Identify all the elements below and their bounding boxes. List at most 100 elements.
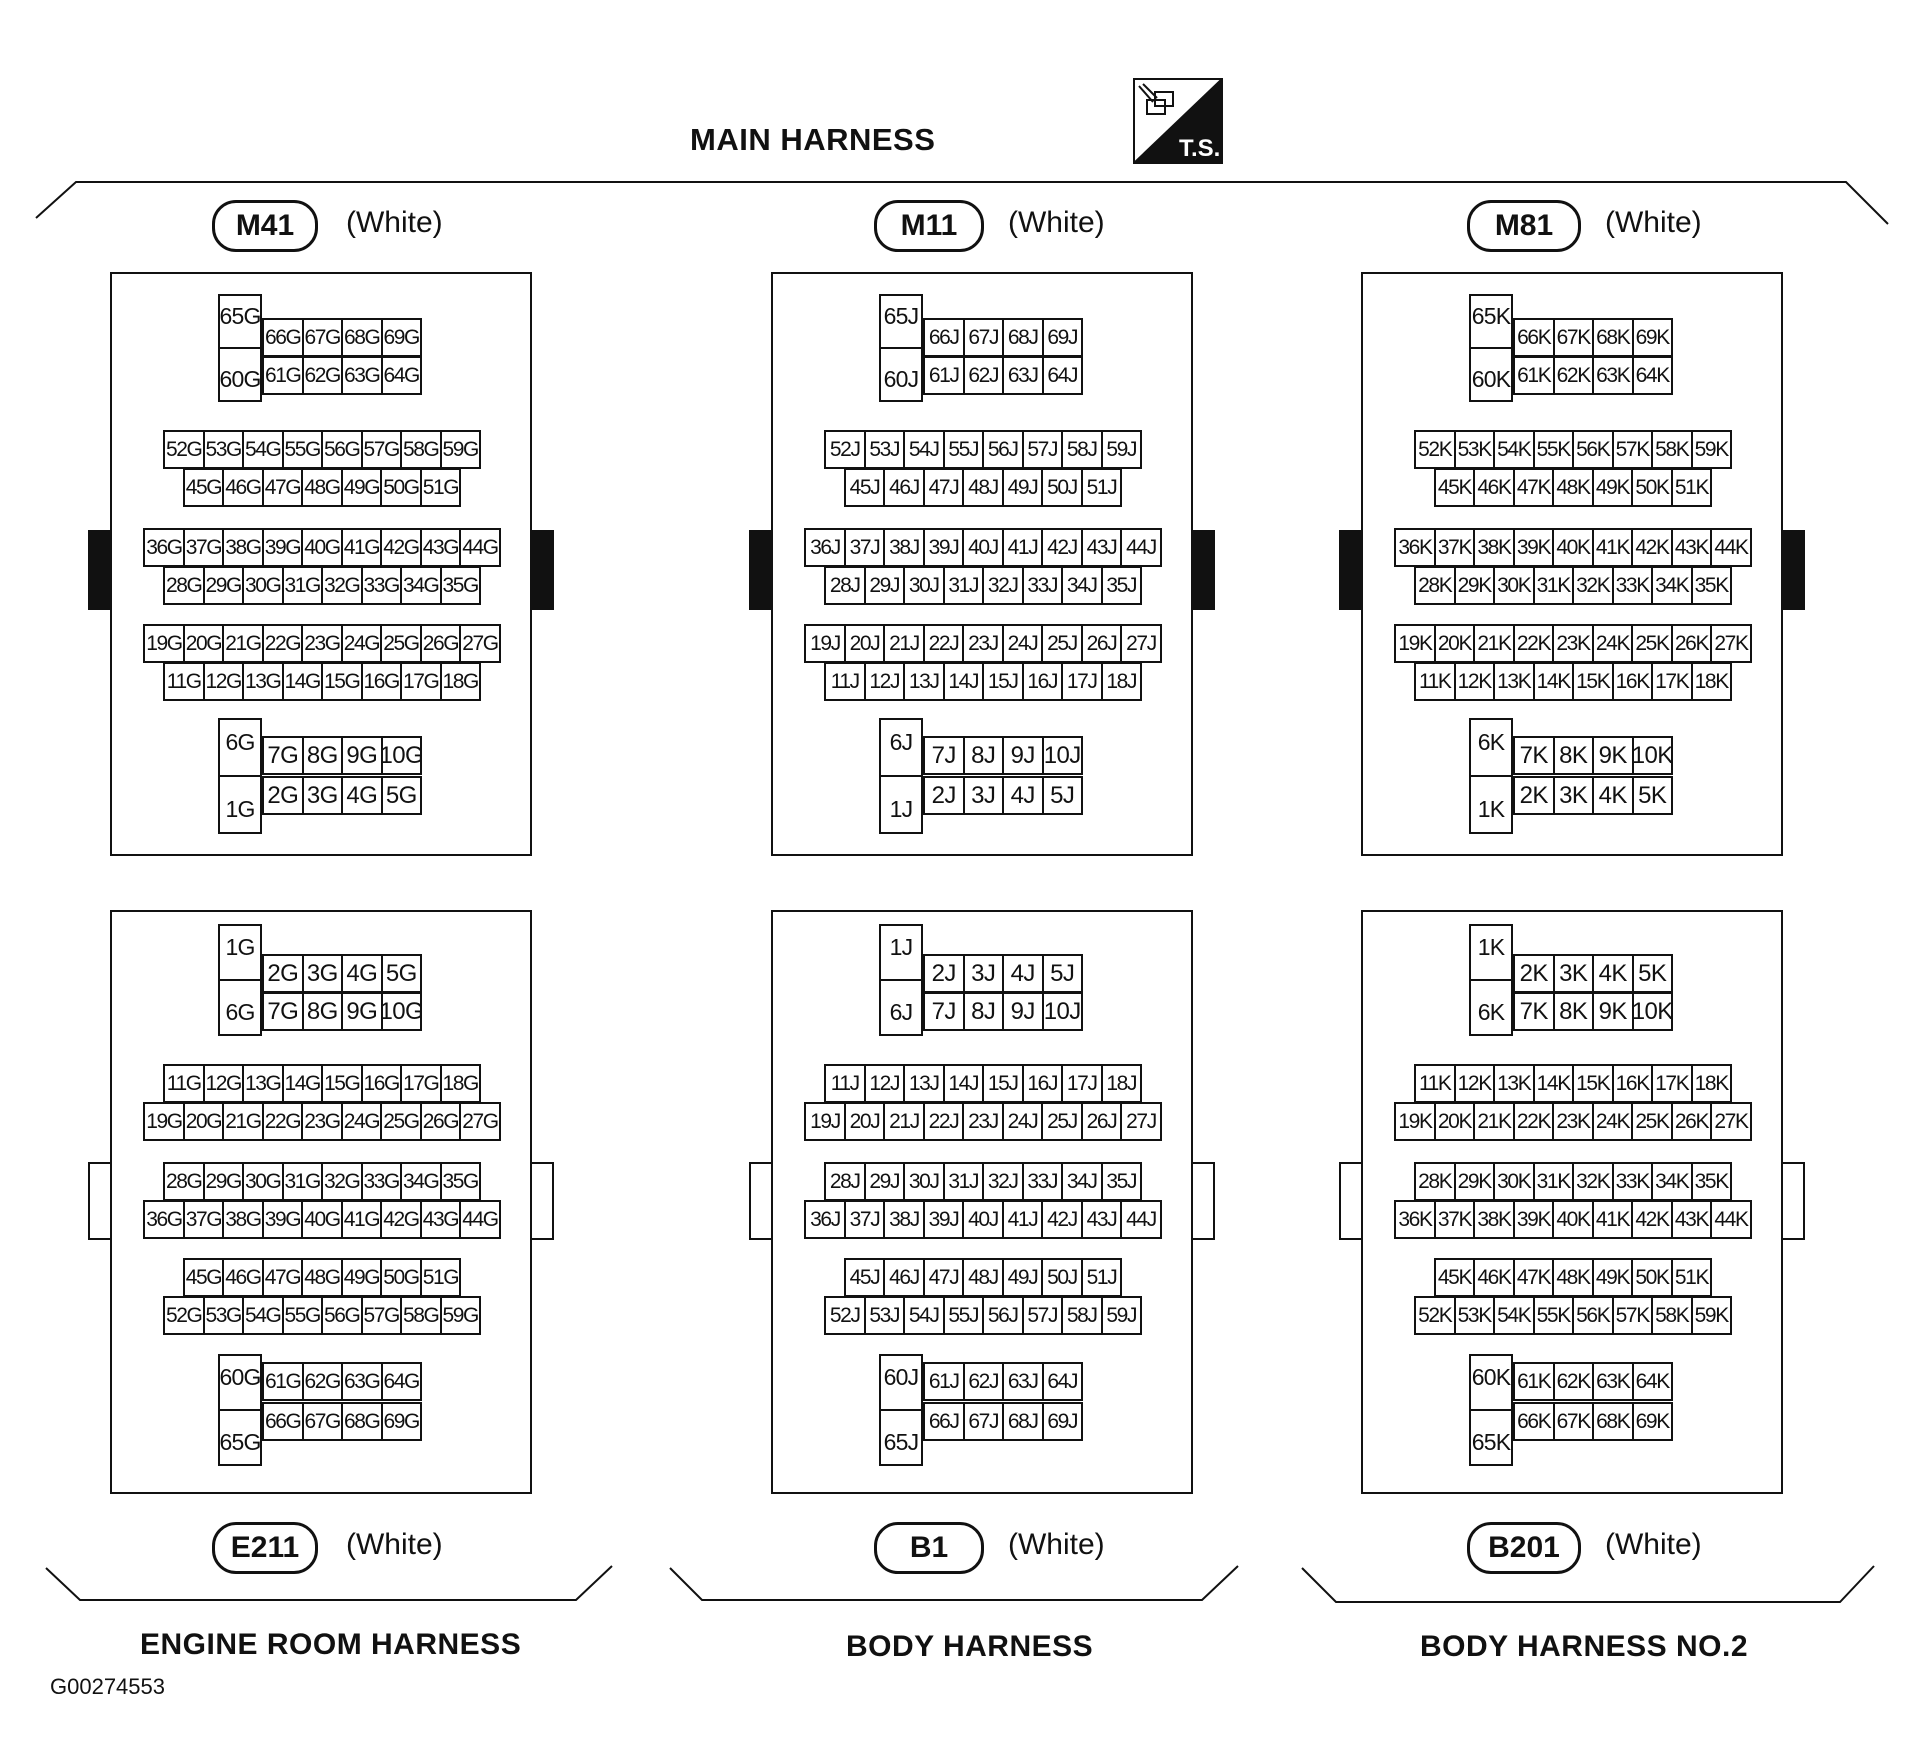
terminal-13g: 13G — [242, 1064, 284, 1103]
terminal-4j: 4J — [1002, 954, 1044, 993]
terminal-20k: 20K — [1433, 1102, 1476, 1141]
terminal-12j: 12J — [863, 662, 905, 701]
terminal-divider — [1471, 346, 1511, 349]
terminal-8j: 8J — [962, 736, 1004, 775]
terminal-56g: 56G — [321, 1296, 363, 1335]
terminal-43j: 43J — [1080, 1200, 1123, 1239]
terminal-39k: 39K — [1512, 528, 1555, 567]
terminal-22g: 22G — [261, 624, 304, 663]
locking-tab-right — [1191, 1162, 1215, 1240]
connector-color-m81: (White) — [1605, 206, 1702, 239]
terminal-56j: 56J — [982, 1296, 1024, 1335]
terminal-5j: 5J — [1041, 954, 1083, 993]
terminal-69k: 69K — [1631, 1402, 1673, 1441]
terminal-20k: 20K — [1433, 624, 1476, 663]
terminal-40j: 40J — [962, 1200, 1004, 1239]
terminal-41g: 41G — [340, 1200, 383, 1239]
terminal-22j: 22J — [922, 1102, 965, 1141]
terminal-55g: 55G — [281, 430, 323, 469]
terminal-14k: 14K — [1532, 1064, 1574, 1103]
terminal-10g: 10G — [380, 736, 422, 775]
locking-tab-left — [88, 1162, 112, 1240]
terminal-20g: 20G — [182, 624, 225, 663]
terminal-64g: 64G — [380, 1362, 422, 1401]
terminal-59k: 59K — [1690, 1296, 1732, 1335]
terminal-45g: 45G — [182, 1258, 225, 1297]
terminal-6j: 6J — [889, 999, 913, 1025]
terminal-10j: 10J — [1041, 736, 1083, 775]
terminal-28g: 28G — [163, 566, 205, 605]
terminal-69j: 69J — [1041, 1402, 1083, 1441]
terminal-35k: 35K — [1690, 566, 1732, 605]
terminal-44k: 44K — [1710, 1200, 1752, 1239]
terminal-33k: 33K — [1611, 1162, 1653, 1201]
terminal-2k: 2K — [1513, 776, 1555, 815]
terminal-8k: 8K — [1552, 992, 1594, 1031]
terminal-34k: 34K — [1651, 566, 1693, 605]
terminal-34j: 34J — [1061, 1162, 1103, 1201]
terminal-33g: 33G — [360, 566, 402, 605]
terminal-divider — [220, 979, 260, 981]
terminal-5j: 5J — [1041, 776, 1083, 815]
terminal-61g: 61G — [262, 356, 304, 395]
terminal-50k: 50K — [1631, 468, 1673, 507]
terminal-1g: 1G — [225, 934, 255, 960]
terminal-23k: 23K — [1552, 624, 1594, 663]
terminal-16j: 16J — [1021, 662, 1063, 701]
body-harness-no2-label: BODY HARNESS NO.2 — [1420, 1630, 1749, 1663]
terminal-38k: 38K — [1473, 528, 1515, 567]
terminal-26k: 26K — [1670, 624, 1713, 663]
terminal-54k: 54K — [1493, 1296, 1535, 1335]
terminal-10g: 10G — [380, 992, 422, 1031]
terminal-40g: 40G — [301, 1200, 343, 1239]
terminal-15k: 15K — [1572, 1064, 1614, 1103]
terminal-50j: 50J — [1041, 468, 1083, 507]
terminal-59j: 59J — [1100, 430, 1142, 469]
terminal-17k: 17K — [1651, 1064, 1693, 1103]
terminal-65k: 65K — [1471, 303, 1511, 330]
terminal-41j: 41J — [1001, 1200, 1044, 1239]
terminal-16j: 16J — [1021, 1064, 1063, 1103]
terminal-46k: 46K — [1473, 1258, 1515, 1297]
terminal-40k: 40K — [1552, 528, 1594, 567]
terminal-54j: 54J — [903, 1296, 945, 1335]
terminal-66j: 66J — [923, 318, 965, 357]
terminal-67j: 67J — [962, 1402, 1004, 1441]
terminal-45j: 45J — [843, 468, 886, 507]
terminal-59g: 59G — [439, 1296, 481, 1335]
terminal-48g: 48G — [301, 1258, 343, 1297]
terminal-37g: 37G — [182, 1200, 225, 1239]
terminal-63j: 63J — [1002, 1362, 1044, 1401]
terminal-24j: 24J — [1001, 1102, 1044, 1141]
terminal-4k: 4K — [1592, 776, 1634, 815]
terminal-36j: 36J — [804, 528, 846, 567]
terminal-60k: 60K — [1471, 1364, 1511, 1390]
terminal-56j: 56J — [982, 430, 1024, 469]
terminal-33j: 33J — [1021, 1162, 1063, 1201]
engine-room-harness-label: ENGINE ROOM HARNESS — [140, 1628, 522, 1661]
terminal-47g: 47G — [261, 1258, 304, 1297]
terminal-23g: 23G — [301, 1102, 343, 1141]
terminal-3k: 3K — [1552, 954, 1594, 993]
terminal-49g: 49G — [340, 468, 383, 507]
terminal-53k: 53K — [1453, 430, 1495, 469]
terminal-65k: 65K — [1471, 1429, 1511, 1455]
terminal-37k: 37K — [1433, 1200, 1476, 1239]
terminal-42j: 42J — [1041, 1200, 1083, 1239]
terminal-divider — [881, 774, 921, 777]
terminal-54j: 54J — [903, 430, 945, 469]
terminal-47k: 47K — [1512, 468, 1555, 507]
terminal-29k: 29K — [1453, 566, 1495, 605]
terminal-3k: 3K — [1552, 776, 1594, 815]
terminal-53j: 53J — [863, 1296, 905, 1335]
terminal-40j: 40J — [962, 528, 1004, 567]
terminal-69g: 69G — [380, 1402, 422, 1441]
terminal-64k: 64K — [1631, 356, 1673, 395]
terminal-18j: 18J — [1100, 1064, 1142, 1103]
terminal-38g: 38G — [222, 1200, 264, 1239]
terminal-block: 60K 65K — [1469, 1354, 1513, 1466]
